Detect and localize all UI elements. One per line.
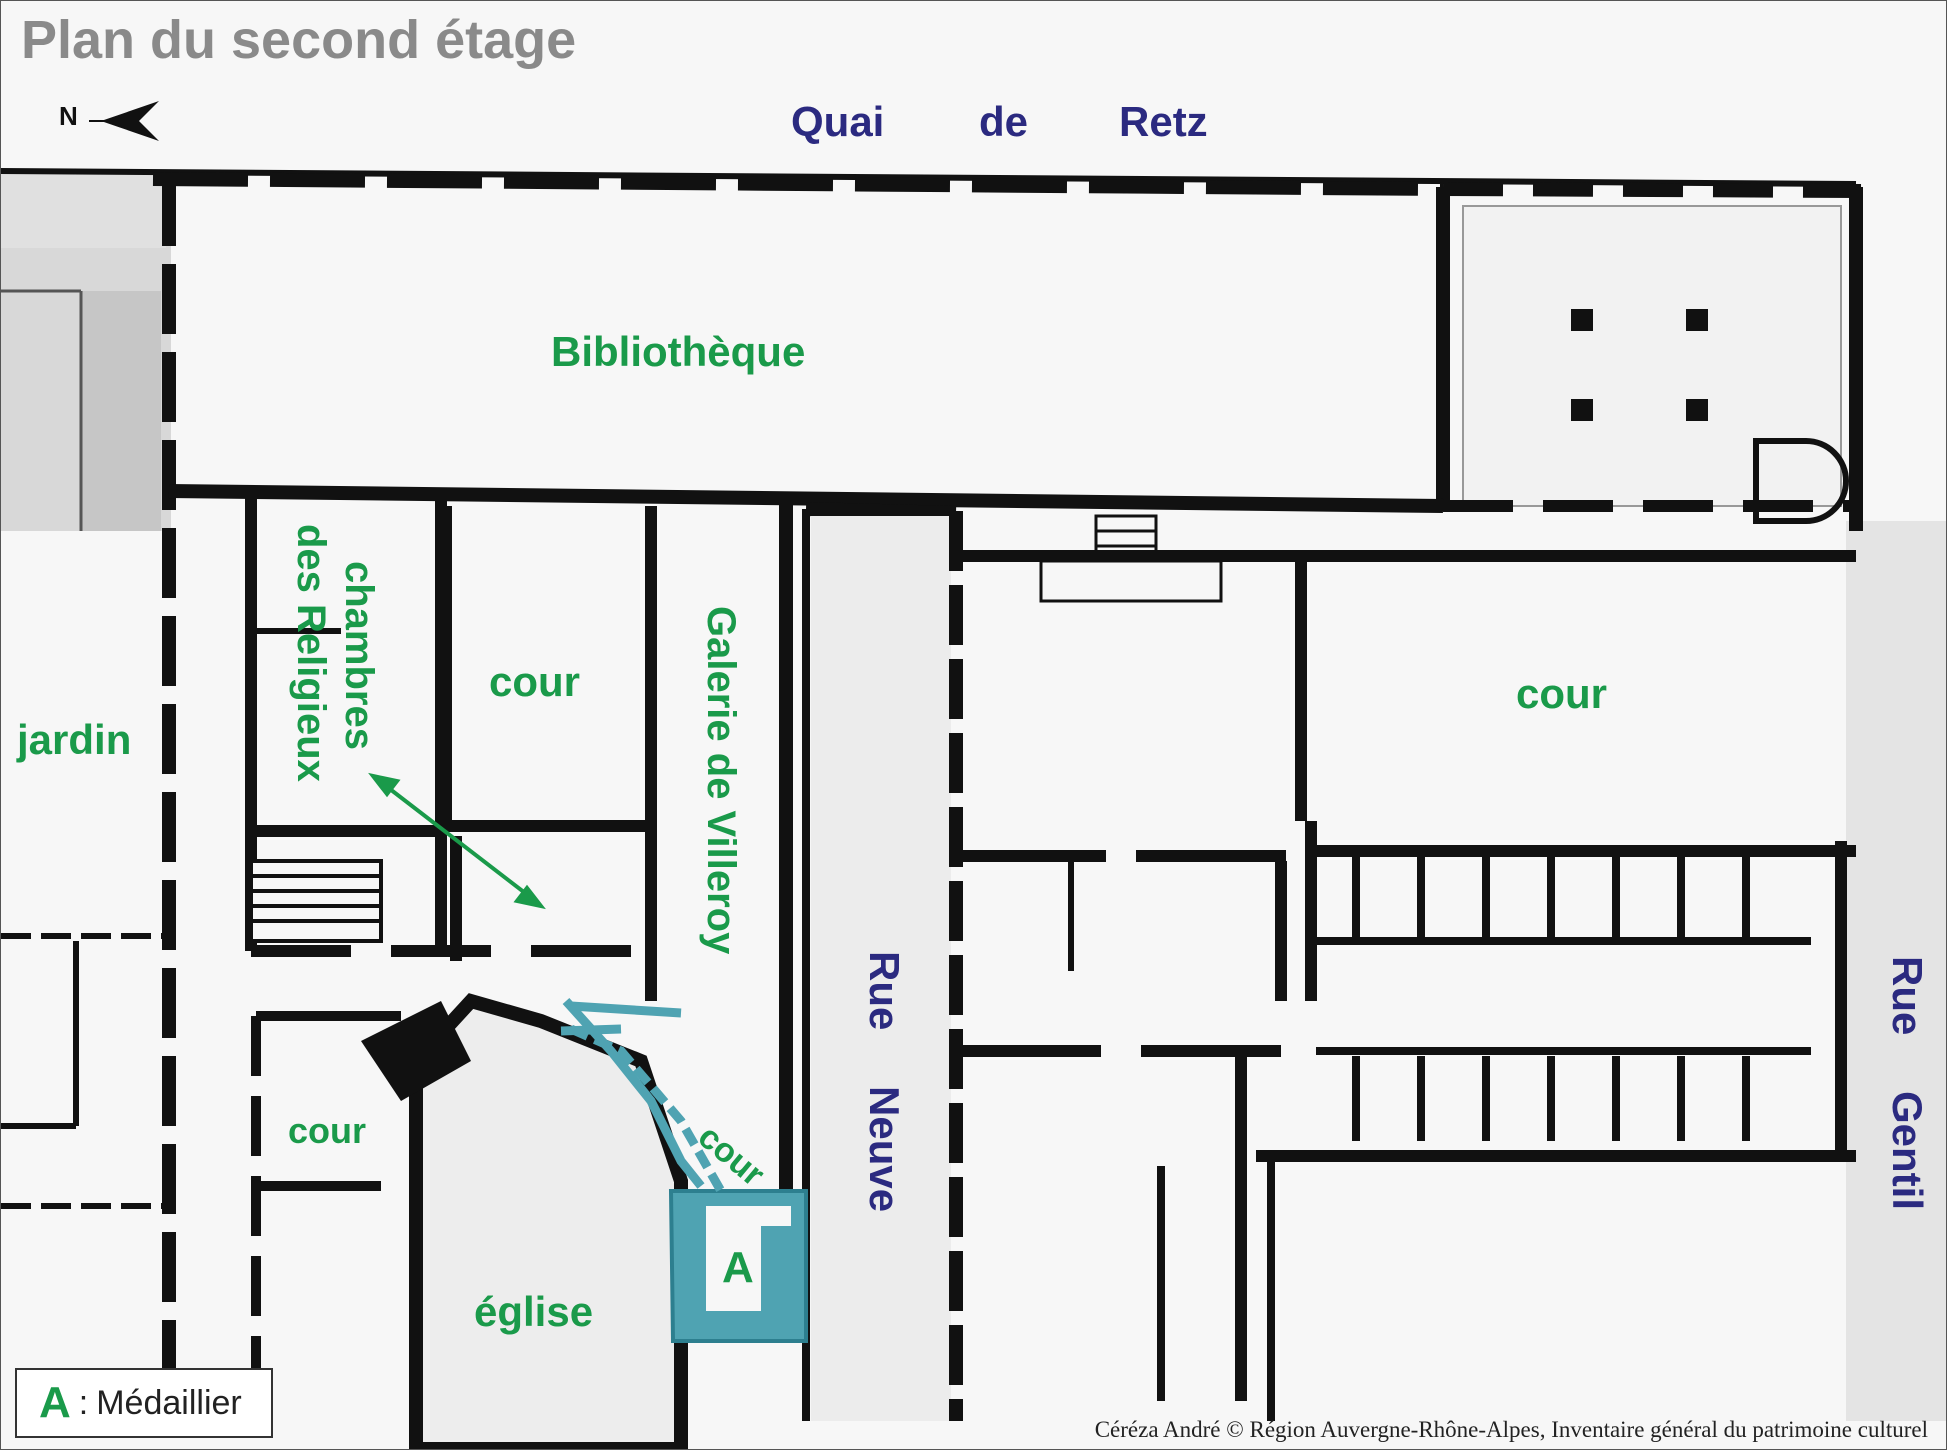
street-quai-word-3: Retz bbox=[1119, 98, 1208, 145]
medaillier-highlight bbox=[560, 997, 808, 1343]
room-cour-center: cour bbox=[489, 658, 581, 705]
cour-right-walls bbox=[1301, 550, 1856, 1161]
stair-top bbox=[1039, 514, 1223, 603]
pavilion-top-right bbox=[1443, 205, 1856, 524]
street-quai-word-2: de bbox=[979, 98, 1029, 145]
room-chambres-line2: des Religieux bbox=[289, 524, 333, 782]
left-building bbox=[1, 173, 171, 531]
room-cour-right: cour bbox=[1516, 670, 1608, 717]
street-rue-neuve-word-2: Neuve bbox=[861, 1086, 908, 1213]
page-title: Plan du second étage bbox=[21, 10, 577, 70]
room-chambres-line1: chambres bbox=[337, 561, 381, 750]
stair-left bbox=[249, 859, 383, 943]
legend-label: Médaillier bbox=[96, 1383, 242, 1422]
street-rue-gentil-word-2: Gentil bbox=[1884, 1091, 1931, 1211]
cour-center-walls bbox=[440, 506, 657, 1001]
north-label: N bbox=[59, 101, 78, 131]
street-rue-gentil-word-1: Rue bbox=[1884, 956, 1931, 1036]
legend-box: A : Médaillier bbox=[15, 1368, 273, 1438]
legend-key: A bbox=[39, 1378, 71, 1427]
room-eglise: église bbox=[474, 1288, 594, 1335]
room-bibliotheque: Bibliothèque bbox=[551, 328, 806, 375]
street-quai-word-1: Quai bbox=[791, 98, 885, 145]
cell-rooms bbox=[1316, 856, 1811, 1141]
legend-separator: : bbox=[78, 1383, 89, 1422]
room-galerie-de-villeroy: Galerie de Villeroy bbox=[699, 606, 743, 955]
room-a-medaillier: A bbox=[722, 1243, 754, 1292]
walls-interior bbox=[1, 933, 169, 1209]
room-cour-left: cour bbox=[288, 1110, 367, 1151]
street-rue-neuve-word-1: Rue bbox=[861, 951, 908, 1031]
green-double-arrow bbox=[368, 772, 546, 910]
center-right-block bbox=[956, 550, 1856, 1421]
north-arrow-icon bbox=[89, 101, 159, 141]
credit-line: Céréza André © Région Auvergne-Rhône-Alp… bbox=[1094, 1417, 1928, 1442]
right-margin-shade bbox=[1846, 521, 1946, 1421]
walls-exterior bbox=[1, 168, 1863, 1401]
rue-neuve-street bbox=[811, 516, 951, 1421]
room-jardin: jardin bbox=[17, 716, 132, 763]
